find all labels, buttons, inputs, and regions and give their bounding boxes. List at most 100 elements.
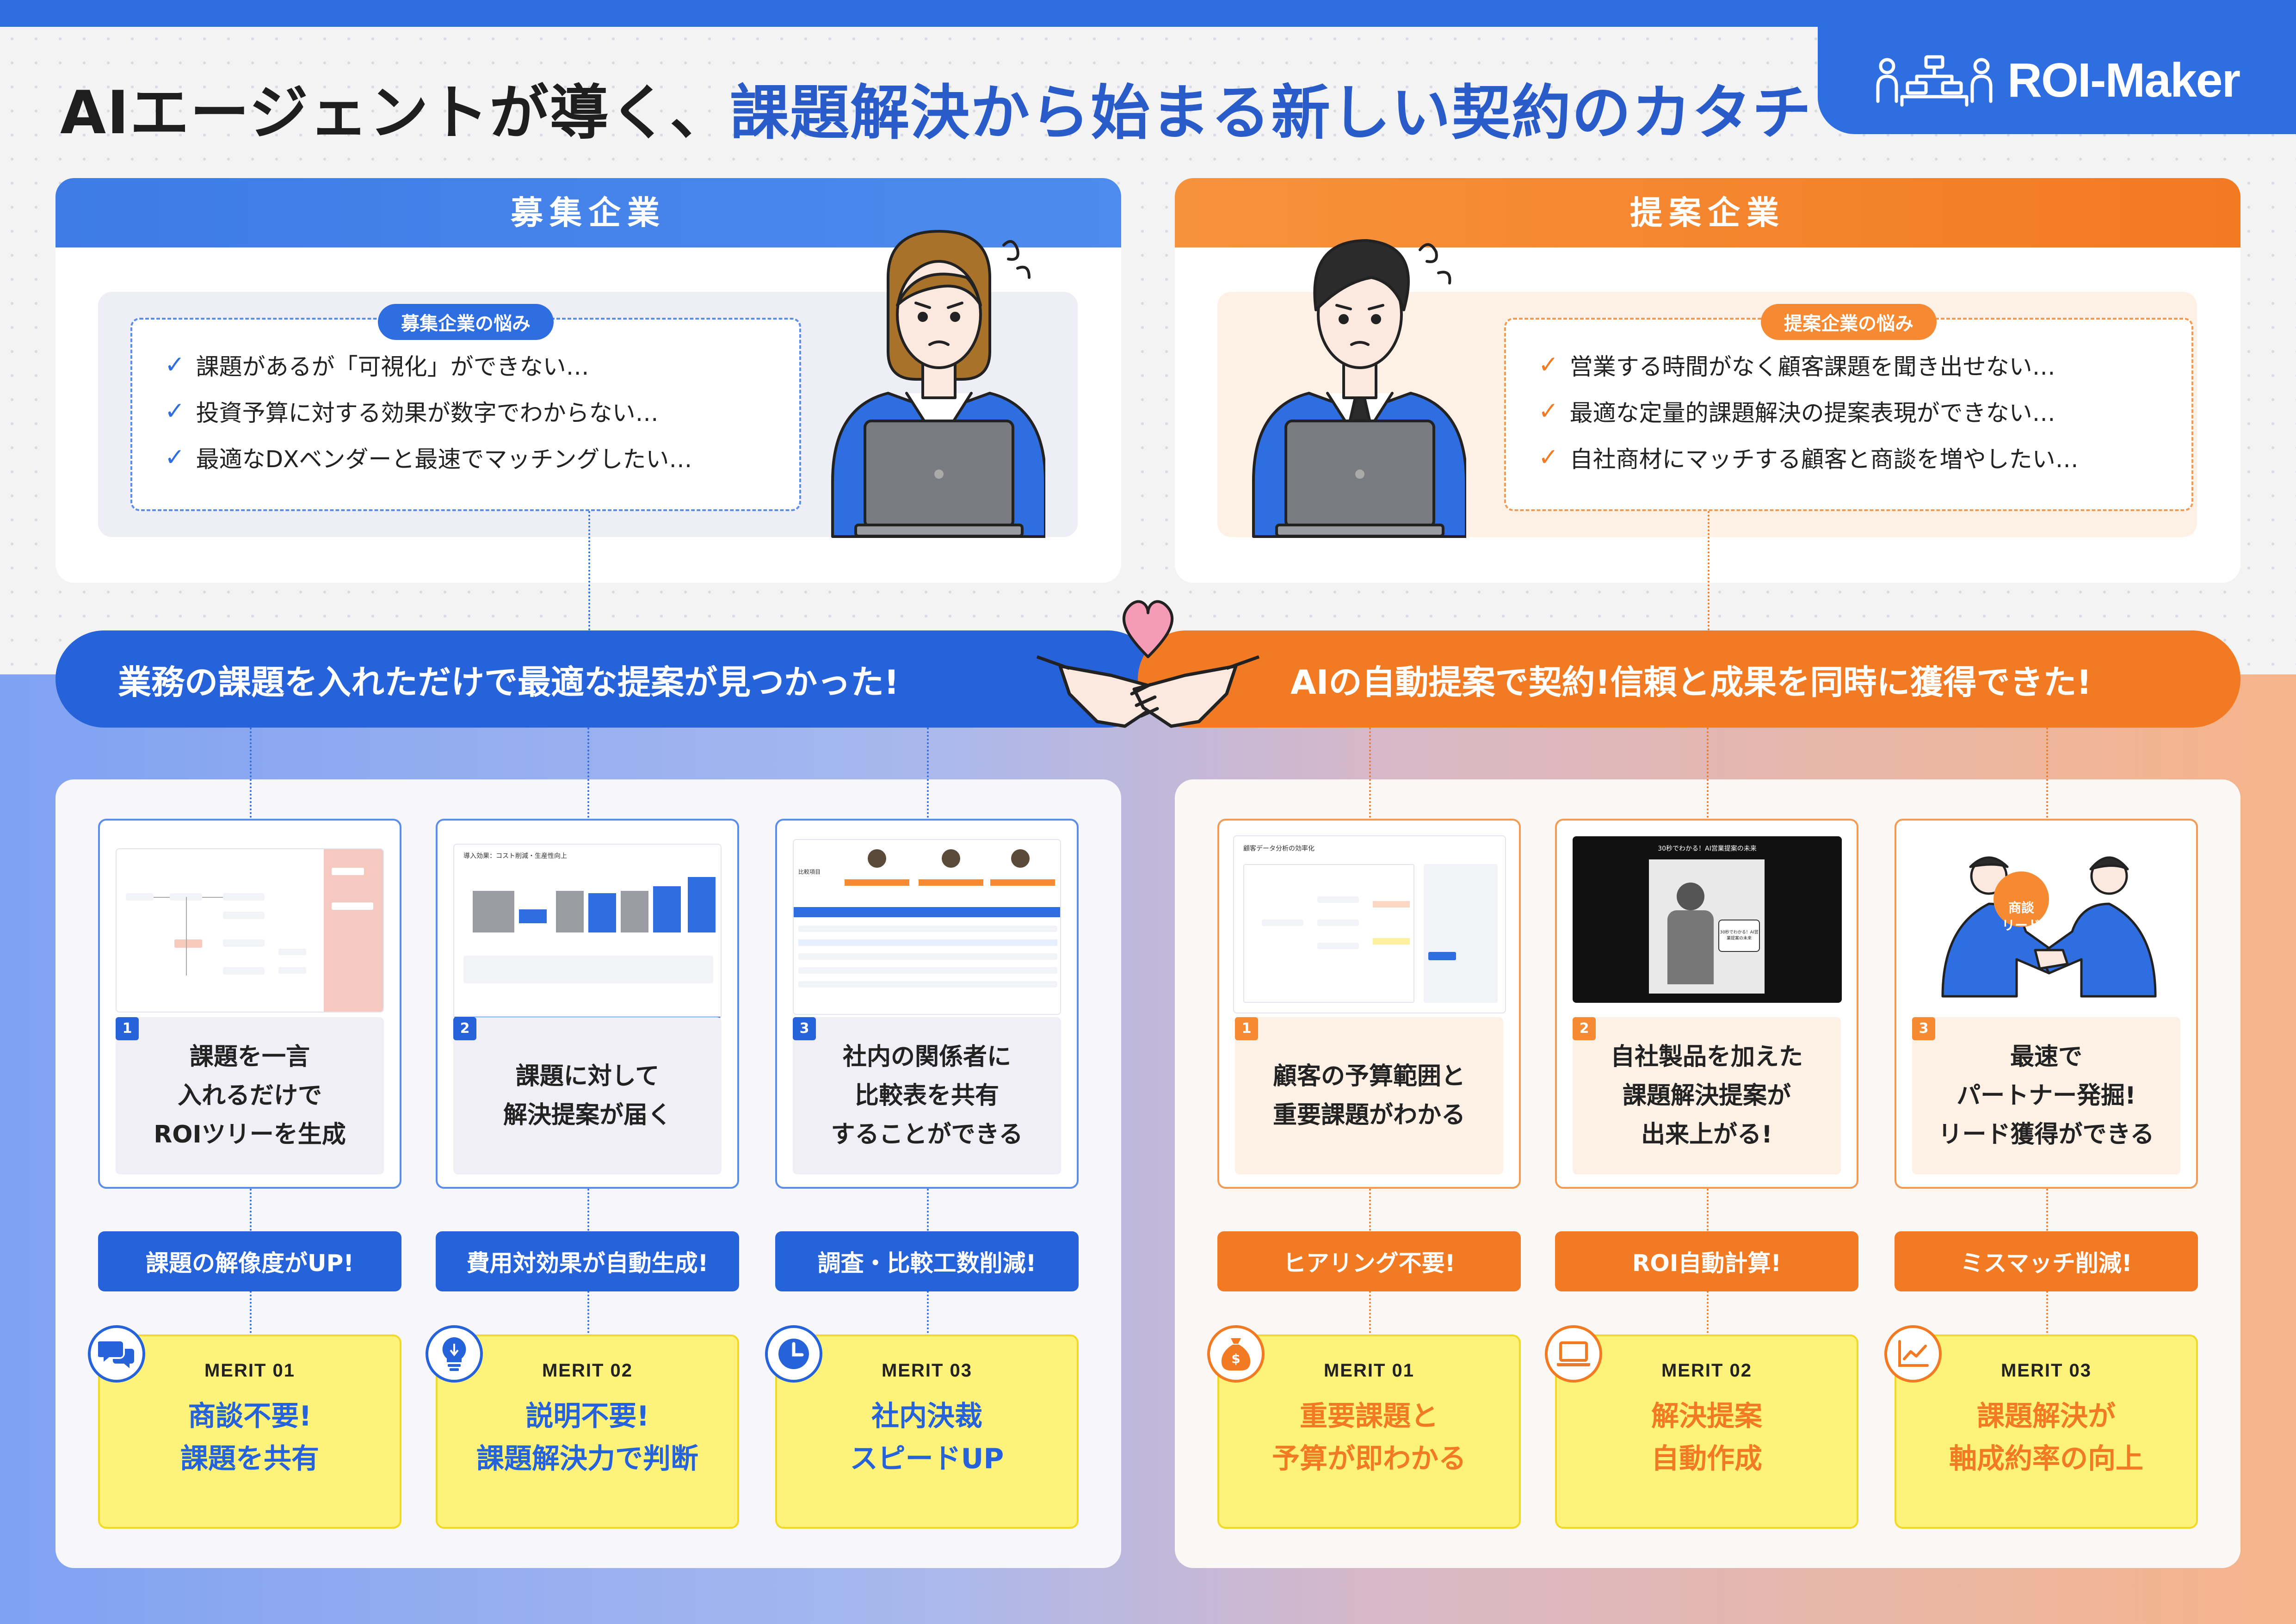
merit-label: MERIT 03 [2000, 1360, 2092, 1381]
title-part-1: AIエージェントが導く、 [60, 79, 730, 148]
chat-bubbles-icon [88, 1325, 145, 1383]
merit-line: 予算が即わかる [1272, 1443, 1466, 1475]
step-number: 3 [1912, 1017, 1935, 1040]
step-line: 自社製品を加えた [1610, 1043, 1803, 1071]
worry-text: 投資予算に対する効果が数字でわからない… [196, 400, 659, 426]
step-line: ROIツリーを生成 [154, 1121, 346, 1149]
step-line: 重要課題がわかる [1272, 1101, 1465, 1129]
merit-label: MERIT 02 [542, 1360, 633, 1381]
step-line: 課題を一言 [189, 1043, 310, 1071]
worry-text: 最適なDXベンダーと最速でマッチングしたい… [196, 446, 692, 473]
business-handshake-illustration [1941, 856, 2157, 998]
money-bag-icon: $ [1207, 1325, 1265, 1383]
merit-text: 課題解決が軸成約率の向上 [1896, 1395, 2196, 1480]
merit-line: 説明不要! [525, 1400, 649, 1433]
worry-text: 課題があるが「可視化」ができない… [196, 353, 589, 380]
benefit-pill: ミスマッチ削減! [1895, 1231, 2198, 1291]
proposing-worry-tag: 提案企業の悩み [1761, 304, 1937, 340]
roi-tree-screenshot [116, 848, 384, 1013]
page-title: AIエージェントが導く、課題解決から始まる新しい契約のカタチ [60, 65, 1812, 150]
connector-line [250, 728, 252, 818]
trend-chart-icon [1884, 1325, 1942, 1383]
connector-line [1708, 511, 1710, 630]
merit-card: MERIT 01 商談不要!課題を共有 [98, 1334, 401, 1529]
lightbulb-icon [426, 1325, 483, 1383]
merit-text: 重要課題と予算が即わかる [1219, 1395, 1519, 1480]
worried-woman-with-laptop-illustration [831, 230, 1045, 538]
step-description: 顧客の予算範囲と重要課題がわかる 1 [1235, 1017, 1503, 1174]
merit-line: 軸成約率の向上 [1949, 1443, 2143, 1475]
step-line: することができる [831, 1121, 1023, 1149]
roi-maker-logo: ROI-Maker [1818, 27, 2296, 134]
step-card-comparison-table: 比較項目 社内の関係者に比較表を共有することができる 3 [775, 819, 1079, 1189]
merit-line: 自動作成 [1651, 1443, 1762, 1475]
worry-item: ✓営業する時間がなく顧客課題を聞き出せない… [1538, 342, 2079, 388]
step-line: 課題解決提案が [1622, 1082, 1791, 1110]
step-line: 社内の関係者に [842, 1043, 1011, 1071]
merit-card: MERIT 01 重要課題と予算が即わかる [1217, 1334, 1521, 1529]
connector-line [1369, 728, 1371, 818]
step-description: 最速でパートナー発掘!リード獲得ができる 3 [1912, 1017, 2180, 1174]
merit-line: 解決提案 [1651, 1400, 1762, 1433]
connector-line [588, 511, 590, 630]
merit-label: MERIT 01 [1323, 1360, 1415, 1381]
org-tree-people-icon [1876, 55, 1993, 107]
customer-analysis-screenshot: 顧客データ分析の効率化 [1233, 835, 1506, 1013]
laptop-icon [1545, 1325, 1602, 1383]
svg-text:$: $ [1231, 1351, 1240, 1366]
worry-text: 営業する時間がなく顧客課題を聞き出せない… [1569, 353, 2055, 380]
proposing-result-banner: AIの自動提案で契約!信頼と成果を同時に獲得できた! [1138, 630, 2240, 728]
recruiting-worry-box: 募集企業の悩み ✓課題があるが「可視化」ができない… ✓投資予算に対する効果が数… [130, 304, 801, 511]
step-line: 比較表を共有 [854, 1082, 999, 1110]
effect-chart-screenshot: 導入効果：コスト削減・生産性向上 [453, 844, 722, 1019]
manga-panel: 30秒でわかる！AI営業提案の未来 [1649, 859, 1765, 994]
connector-line [2046, 728, 2048, 818]
step-card-solution-proposal-generated: 30秒でわかる！AI営業提案の未来 30秒でわかる！AI営業提案の未来 自社製品… [1555, 819, 1858, 1189]
check-icon: ✓ [165, 444, 185, 471]
recruiting-company-panel: 募集企業 募集企業の悩み ✓課題があるが「可視化」ができない… ✓投資予算に対す… [56, 178, 1121, 583]
step-line: 解決提案が届く [503, 1101, 672, 1129]
recruiting-worry-tag: 募集企業の悩み [378, 304, 554, 340]
step-line: 出来上がる! [1641, 1121, 1772, 1149]
worried-man-with-laptop-illustration [1252, 239, 1466, 538]
worry-item: ✓課題があるが「可視化」ができない… [165, 342, 692, 388]
merit-text: 商談不要! 課題を共有 [100, 1395, 400, 1480]
step-number: 3 [793, 1017, 816, 1040]
connector-line [587, 728, 589, 818]
comparison-table-screenshot: 比較項目 [793, 839, 1061, 1015]
lead-badge-text: 商談 リード [2001, 900, 2041, 933]
merit-card: MERIT 03 社内決裁スピードUP [775, 1334, 1079, 1529]
worry-item: ✓ 最適なDXベンダーと最速でマッチングしたい… [165, 434, 692, 481]
proposing-banner-text: AIの自動提案で契約!信頼と成果を同時に獲得できた! [1290, 662, 2092, 702]
check-icon: ✓ [1538, 397, 1559, 425]
step-card-budget-issues: 顧客データ分析の効率化 顧客の予算範囲と重要課題がわかる 1 [1217, 819, 1521, 1189]
benefit-pill: ヒアリング不要! [1217, 1231, 1521, 1291]
merit-label: MERIT 03 [881, 1360, 973, 1381]
merit-line: 重要課題と [1300, 1400, 1438, 1433]
proposing-worry-box: 提案企業の悩み ✓営業する時間がなく顧客課題を聞き出せない… ✓最適な定量的課題… [1504, 304, 2193, 511]
merit-text: 説明不要!課題解決力で判断 [438, 1395, 737, 1480]
screen-header: 比較項目 [798, 869, 821, 875]
manga-caption: 30秒でわかる！AI営業提案の未来 [1720, 930, 1759, 941]
check-icon: ✓ [165, 397, 185, 425]
step-description: 社内の関係者に比較表を共有することができる 3 [793, 1017, 1061, 1174]
step-card-solution-proposal: 導入効果：コスト削減・生産性向上 課題に対して解決提案が届く 2 [436, 819, 739, 1189]
merit-line: 商談不要! [188, 1400, 312, 1433]
merit-line: スピードUP [850, 1443, 1004, 1475]
recruiting-result-banner: 業務の課題を入れただけで最適な提案が見つかった! [56, 630, 1156, 728]
benefit-pill: ROI自動計算! [1555, 1231, 1858, 1291]
merit-line: 社内決裁 [871, 1400, 982, 1433]
merit-line: 課題を共有 [180, 1443, 319, 1475]
top-accent-bar [0, 0, 2296, 27]
step-card-partner-discovery: 商談 リード 最速でパートナー発掘!リード獲得ができる 3 [1895, 819, 2198, 1189]
handshake-heart-icon [1036, 600, 1260, 728]
step-number: 2 [1573, 1017, 1596, 1040]
step-line: 入れるだけで [177, 1082, 322, 1110]
step-description: 自社製品を加えた課題解決提案が出来上がる! 2 [1573, 1017, 1841, 1174]
benefit-pill: 費用対効果が自動生成! [436, 1231, 739, 1291]
merit-text: 社内決裁スピードUP [777, 1395, 1077, 1480]
proposing-company-header: 提案企業 [1175, 178, 2240, 247]
benefit-pill: 調査・比較工数削減! [775, 1231, 1079, 1291]
merit-line: 課題解決が [1977, 1400, 2116, 1433]
